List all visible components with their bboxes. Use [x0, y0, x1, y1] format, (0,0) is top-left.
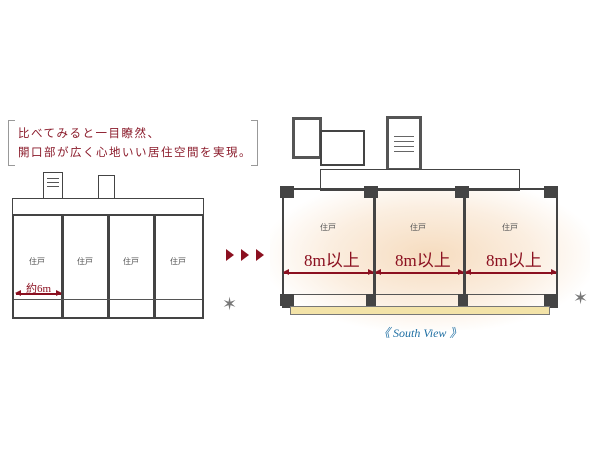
after-floor-plan: 住戸 住戸 住戸 8m以上 8m以上 8m以上 《 South View 》: [270, 110, 600, 350]
bracket-left: [8, 120, 15, 166]
right-arrow-icon: [241, 249, 249, 261]
width-dimension-label: 約6m: [26, 283, 52, 295]
unit-label: 住戸: [29, 257, 45, 266]
caption-box: 比べてみると一目瞭然、 開口部が広く心地いい居住空間を実現。: [8, 120, 258, 166]
corridor: [320, 169, 520, 191]
unit-label: 住戸: [123, 257, 139, 266]
unit-label: 住戸: [410, 223, 426, 232]
before-floor-plan: 住戸 住戸 住戸 住戸 約6m: [0, 170, 210, 320]
caption-line-1: 比べてみると一目瞭然、: [18, 126, 161, 140]
width-dimension-arrow: [465, 269, 557, 275]
unit-label: 住戸: [320, 223, 336, 232]
width-dimension-label: 8m以上: [395, 251, 451, 270]
compass-rose-icon: ✶: [573, 288, 589, 309]
unit-label: 住戸: [77, 257, 93, 266]
south-view-label: 《 South View 》: [378, 326, 462, 340]
width-dimension-arrow: [375, 269, 464, 275]
bracket-right: [251, 120, 258, 166]
balcony: [290, 306, 550, 315]
elevator-shaft: [98, 175, 115, 199]
caption-line-2: 開口部が広く心地いい居住空間を実現。: [18, 145, 252, 159]
machine-room: [292, 117, 322, 159]
compass-rose-icon: ✶: [222, 294, 238, 315]
right-arrow-icon: [226, 249, 234, 261]
unit-label: 住戸: [170, 257, 186, 266]
upper-room: [320, 130, 365, 166]
width-dimension-label: 8m以上: [486, 251, 542, 270]
width-dimension-arrow: [15, 290, 62, 296]
width-dimension-label: 8m以上: [304, 251, 360, 270]
right-arrow-icon: [256, 249, 264, 261]
stair-tower: [386, 116, 422, 171]
width-dimension-arrow: [283, 269, 374, 275]
unit-label: 住戸: [502, 223, 518, 232]
